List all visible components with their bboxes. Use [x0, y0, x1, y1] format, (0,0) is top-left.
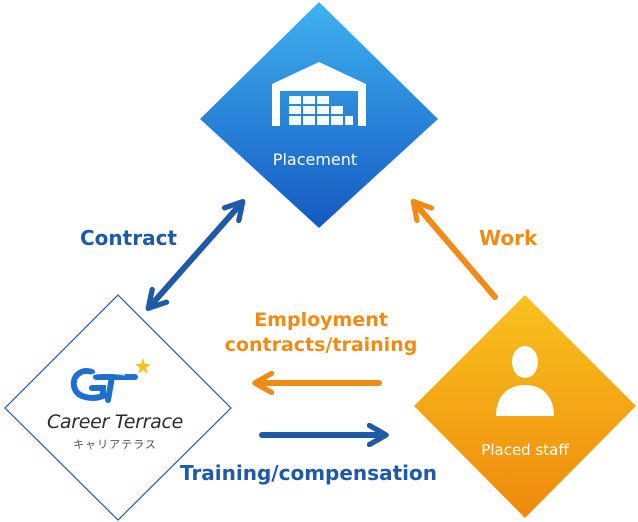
placed-staff-label: Placed staff [481, 441, 569, 459]
contract-label: Contract [80, 226, 177, 250]
career-terrace-brand-name: Career Terrace [46, 411, 184, 433]
training-label: Training/compensation [180, 461, 437, 485]
work-label: Work [479, 226, 538, 250]
employment-label-line-1: Employment [254, 309, 388, 331]
career-terrace-brand-kana: キャリアテラス [73, 438, 157, 451]
career-terrace-logo-icon [70, 358, 151, 403]
placement-diamond [200, 2, 438, 228]
contract-arrow [153, 207, 238, 303]
employment-label-line-2: contracts/training [224, 334, 418, 356]
work-arrow [418, 207, 498, 300]
placement-label: Placement [272, 150, 358, 169]
employment-label: Employment contracts/training [198, 308, 444, 358]
warehouse-icon [272, 62, 366, 126]
career-terrace-diamond [4, 294, 232, 521]
person-icon [496, 346, 554, 416]
